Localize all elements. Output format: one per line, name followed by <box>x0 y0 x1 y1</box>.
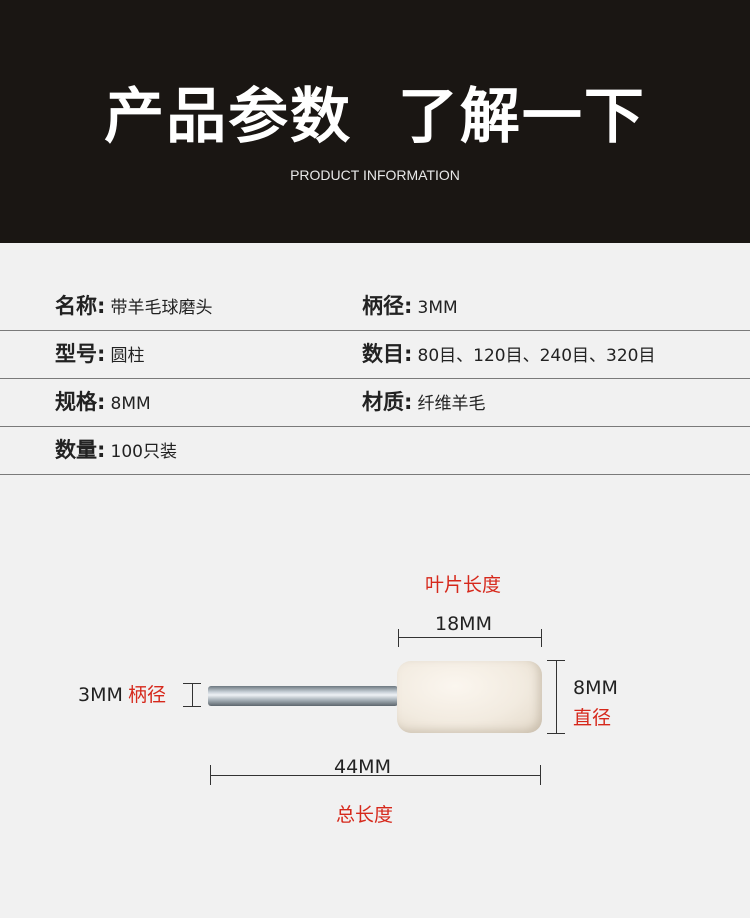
spec-value: 100只装 <box>110 442 177 462</box>
dimension-tick <box>547 733 565 734</box>
spec-row: 名称: 带羊毛球磨头 柄径: 3MM <box>0 283 750 331</box>
spec-item: 名称: 带羊毛球磨头 <box>55 291 213 321</box>
blade-length-label: 叶片长度 <box>425 574 502 596</box>
spec-item: 规格: 8MM <box>55 387 151 417</box>
shank-diameter-value: 3MM <box>78 684 123 706</box>
dimension-tick <box>547 660 565 661</box>
total-length-value: 44MM <box>334 756 391 778</box>
spec-value: 圆柱 <box>110 346 145 366</box>
dimension-tick <box>183 683 201 684</box>
spec-row: 数量: 100只装 <box>0 427 750 475</box>
spec-item: 柄径: 3MM <box>362 291 458 321</box>
header-banner: 产品参数 了解一下 PRODUCT INFORMATION <box>0 0 750 243</box>
spec-label: 柄径: <box>362 294 413 318</box>
spec-label: 型号: <box>55 342 106 366</box>
total-length-dimension-line <box>210 775 540 776</box>
dimension-tick <box>540 765 541 785</box>
spec-value: 3MM <box>417 298 458 318</box>
spec-label: 数目: <box>362 342 413 366</box>
shank <box>208 686 398 706</box>
dimension-tick <box>183 706 201 707</box>
spec-label: 规格: <box>55 390 106 414</box>
dimension-tick <box>541 629 542 647</box>
page-subtitle: PRODUCT INFORMATION <box>290 167 460 183</box>
spec-value: 纤维羊毛 <box>417 394 486 414</box>
dimension-tick <box>210 765 211 785</box>
spec-item: 数目: 80目、120目、240目、320目 <box>362 339 655 369</box>
page-title: 产品参数 了解一下 <box>104 82 646 152</box>
blade-length-value: 18MM <box>435 613 492 635</box>
total-length-label: 总长度 <box>336 804 394 826</box>
spec-label: 名称: <box>55 294 106 318</box>
head-diameter-label: 直径 <box>573 707 612 729</box>
spec-item: 型号: 圆柱 <box>55 339 145 369</box>
spec-value: 8MM <box>110 394 151 414</box>
spec-value: 带羊毛球磨头 <box>110 298 213 318</box>
blade-length-dimension-line <box>398 637 542 638</box>
head-diameter-value: 8MM <box>573 677 618 699</box>
spec-table: 名称: 带羊毛球磨头 柄径: 3MM 型号: 圆柱 数目: 80目、120目、2… <box>0 283 750 475</box>
spec-label: 材质: <box>362 390 413 414</box>
spec-row: 型号: 圆柱 数目: 80目、120目、240目、320目 <box>0 331 750 379</box>
spec-row: 规格: 8MM 材质: 纤维羊毛 <box>0 379 750 427</box>
spec-label: 数量: <box>55 438 106 462</box>
spec-item: 材质: 纤维羊毛 <box>362 387 486 417</box>
shank-diameter-label: 柄径 <box>128 684 167 706</box>
dimension-tick <box>398 629 399 647</box>
head-diameter-dimension-line <box>556 660 557 734</box>
spec-value: 80目、120目、240目、320目 <box>417 346 656 366</box>
spec-item: 数量: 100只装 <box>55 435 177 465</box>
felt-head <box>397 661 542 733</box>
shank-dimension-line <box>192 683 193 707</box>
